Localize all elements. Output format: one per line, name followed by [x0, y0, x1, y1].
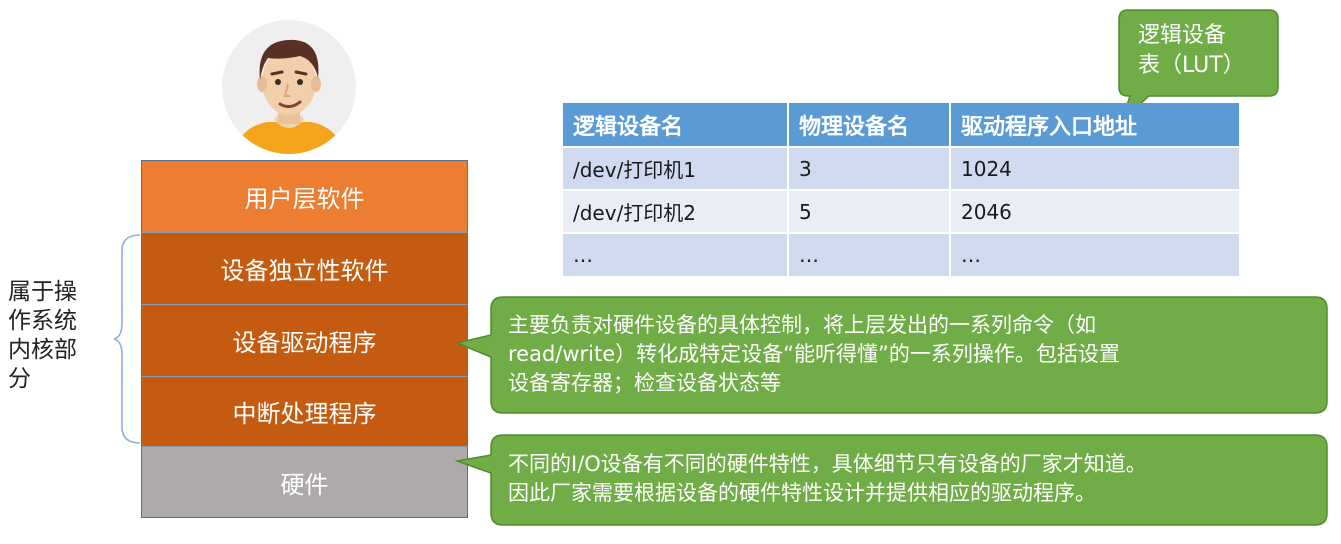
left-brace-icon — [113, 234, 141, 444]
kernel-label-line: 内核部 — [8, 337, 77, 363]
table-row: … … … — [563, 232, 1239, 276]
table-cell: … — [950, 232, 1239, 276]
table-cell: 5 — [788, 189, 951, 233]
layer-label: 设备驱动程序 — [232, 329, 377, 357]
driver-callout-line: 设备寄存器；检查设备状态等 — [508, 371, 781, 395]
layer-device-independent-software: 设备独立性软件 — [141, 232, 468, 304]
layer-device-driver: 设备驱动程序 — [141, 304, 468, 376]
layer-hardware: 硬件 — [141, 446, 468, 518]
lut-callout-line: 表（LUT） — [1138, 53, 1245, 78]
lut-callout: 逻辑设备 表（LUT） — [1116, 8, 1281, 123]
table-row: /dev/打印机1 3 1024 — [563, 146, 1239, 190]
driver-callout: 主要负责对硬件设备的具体控制，将上层发出的一系列命令（如 read/write）… — [455, 295, 1331, 417]
layer-label: 设备独立性软件 — [220, 257, 389, 285]
header-physical-name: 物理设备名 — [788, 103, 951, 147]
driver-callout-shape — [455, 296, 1328, 414]
kernel-label-line: 作系统 — [8, 308, 77, 334]
hardware-callout: 不同的I/O设备有不同的硬件特性，具体细节只有设备的厂家才知道。 因此厂家需要根… — [455, 433, 1331, 529]
header-logical-name: 逻辑设备名 — [563, 103, 789, 147]
hardware-callout-line: 因此厂家需要根据设备的硬件特性设计并提供相应的驱动程序。 — [508, 481, 1096, 505]
table-cell: 1024 — [950, 146, 1239, 190]
header-driver-entry: 驱动程序入口地址 — [950, 103, 1239, 147]
table-cell: 2046 — [950, 189, 1239, 233]
table-cell: 3 — [788, 146, 951, 190]
table-cell: /dev/打印机1 — [563, 146, 789, 190]
driver-callout-line: read/write）转化成特定设备“能听得懂”的一系列操作。包括设置 — [508, 342, 1120, 366]
kernel-label-line: 属于操 — [8, 279, 77, 305]
layer-interrupt-handler: 中断处理程序 — [141, 376, 468, 446]
kernel-part-label: 属于操 作系统 内核部 分 — [8, 278, 98, 394]
layer-label: 用户层软件 — [244, 185, 365, 213]
table-row: /dev/打印机2 5 2046 — [563, 189, 1239, 233]
lut-callout-line: 逻辑设备 — [1138, 23, 1227, 48]
layer-label: 硬件 — [280, 470, 329, 499]
table-cell: /dev/打印机2 — [563, 189, 789, 233]
layer-user-software: 用户层软件 — [141, 160, 468, 232]
lut-table: 逻辑设备名 物理设备名 驱动程序入口地址 /dev/打印机1 3 1024 /d… — [563, 103, 1239, 276]
hardware-callout-line: 不同的I/O设备有不同的硬件特性，具体细节只有设备的厂家才知道。 — [508, 452, 1147, 476]
layer-label: 中断处理程序 — [232, 400, 377, 428]
table-cell: … — [563, 232, 789, 276]
hardware-callout-shape — [455, 434, 1328, 526]
table-cell: … — [788, 232, 951, 276]
table-header-row: 逻辑设备名 物理设备名 驱动程序入口地址 — [563, 103, 1239, 147]
driver-callout-line: 主要负责对硬件设备的具体控制，将上层发出的一系列命令（如 — [508, 313, 1096, 337]
kernel-label-line: 分 — [8, 366, 31, 392]
person-avatar-icon — [222, 20, 356, 154]
